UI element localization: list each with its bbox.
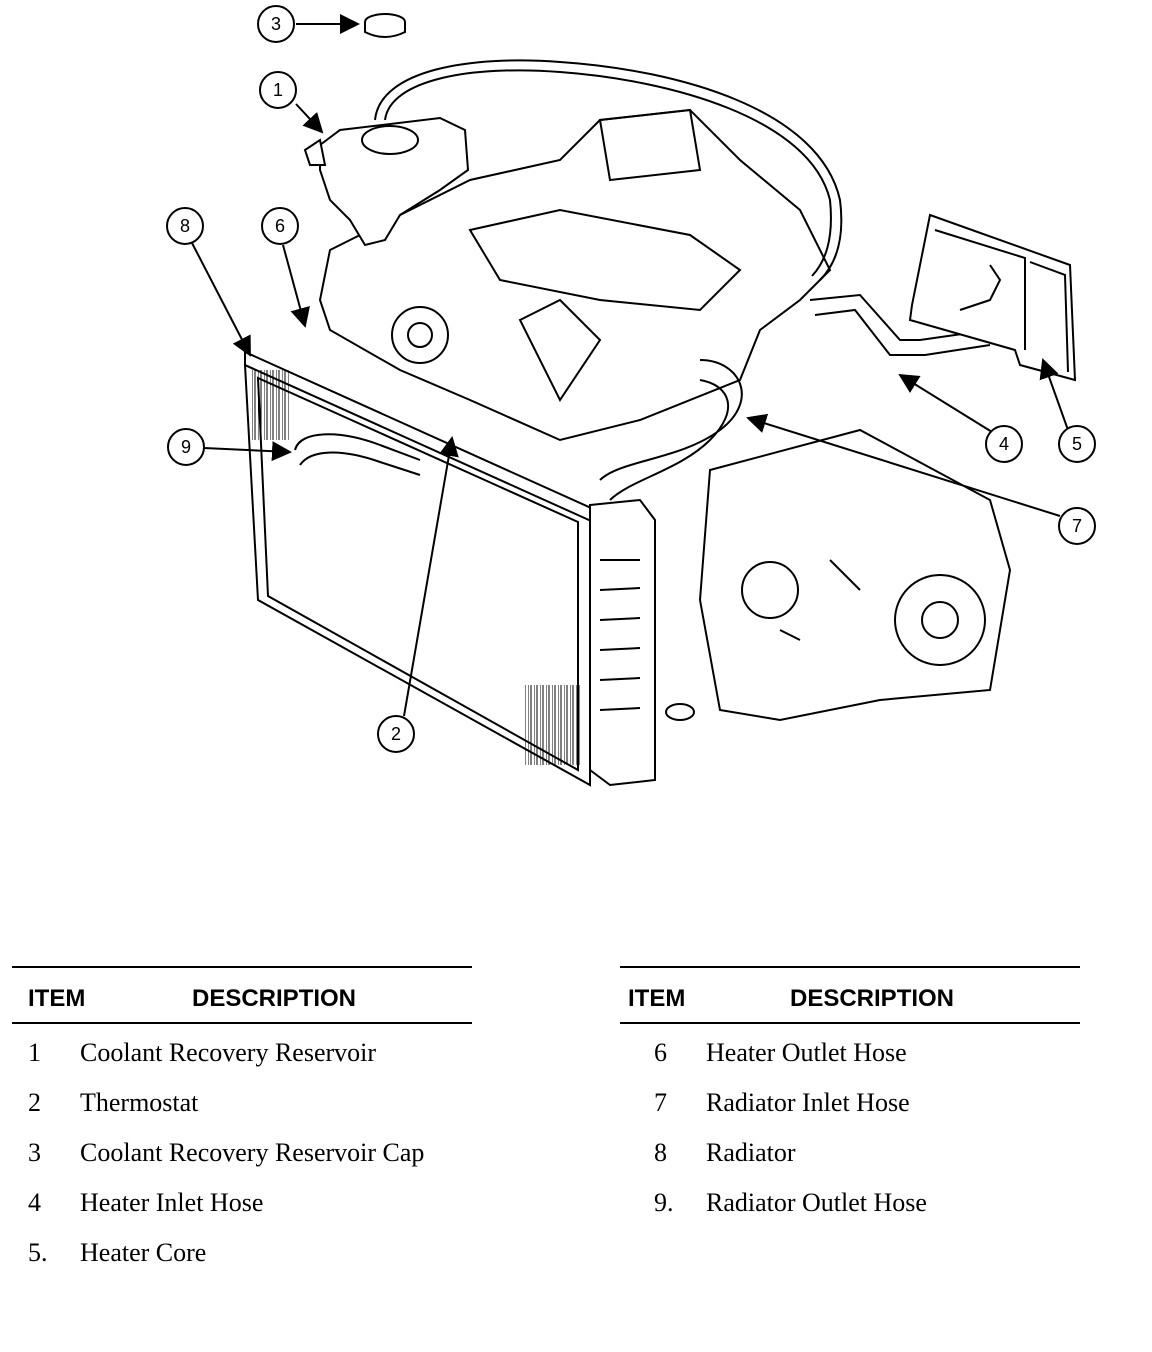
svg-text:7: 7 <box>1072 516 1082 536</box>
table-rule <box>12 966 472 968</box>
row-item: 6 <box>654 1038 667 1067</box>
callout-7: 7 <box>1058 507 1096 545</box>
header-item: ITEM <box>28 985 86 1012</box>
cooling-system-diagram: 1 2 3 4 5 6 7 8 <box>166 5 1096 787</box>
callout-4: 4 <box>985 425 1023 463</box>
header-item: ITEM <box>628 985 686 1012</box>
row-item: 7 <box>654 1088 667 1117</box>
row-item: 3 <box>28 1138 41 1167</box>
row-description: Heater Core <box>80 1238 207 1267</box>
row-item: 8 <box>654 1138 667 1167</box>
table-header: ITEM DESCRIPTION <box>620 968 1080 1024</box>
row-description: Heater Outlet Hose <box>706 1038 907 1067</box>
header-description: DESCRIPTION <box>790 985 955 1012</box>
svg-text:6: 6 <box>275 216 285 236</box>
svg-text:2: 2 <box>391 724 401 744</box>
table-rule <box>620 966 1080 968</box>
engine-drawing <box>318 108 1012 722</box>
reservoir-cap-drawing <box>364 13 406 38</box>
svg-text:3: 3 <box>271 14 281 34</box>
callout-6: 6 <box>261 207 299 245</box>
callout-2: 2 <box>377 715 415 753</box>
svg-text:5: 5 <box>1072 434 1082 454</box>
leader-lines <box>191 14 1069 717</box>
callout-3: 3 <box>257 5 295 43</box>
table-header: ITEM DESCRIPTION <box>12 968 472 1024</box>
row-description: Coolant Recovery Reservoir Cap <box>80 1138 425 1167</box>
row-item: 9. <box>654 1188 674 1217</box>
row-description: Radiator <box>706 1138 796 1167</box>
coolant-reservoir-drawing <box>303 116 470 247</box>
callout-5: 5 <box>1058 425 1096 463</box>
row-item: 1 <box>28 1038 41 1067</box>
heater-core-drawing <box>908 213 1077 382</box>
radiator-drawing <box>243 350 695 787</box>
row-description: Radiator Inlet Hose <box>706 1088 910 1117</box>
svg-text:8: 8 <box>180 216 190 236</box>
svg-text:4: 4 <box>999 434 1009 454</box>
row-description: Radiator Outlet Hose <box>706 1188 927 1217</box>
legend-table-left: ITEM DESCRIPTION 1 Coolant Recovery Rese… <box>12 966 472 1267</box>
legend-table-right: ITEM DESCRIPTION 6 Heater Outlet Hose 7 … <box>620 966 1080 1217</box>
callout-8: 8 <box>166 207 204 245</box>
hoses-drawing <box>294 59 991 501</box>
row-description: Coolant Recovery Reservoir <box>80 1038 377 1067</box>
svg-text:1: 1 <box>273 80 283 100</box>
callout-1: 1 <box>259 71 297 109</box>
row-description: Thermostat <box>80 1088 199 1117</box>
row-item: 5. <box>28 1238 48 1267</box>
row-item: 2 <box>28 1088 41 1117</box>
header-description: DESCRIPTION <box>192 985 357 1012</box>
callout-9: 9 <box>167 428 205 466</box>
svg-text:9: 9 <box>181 437 191 457</box>
row-description: Heater Inlet Hose <box>80 1188 264 1217</box>
row-item: 4 <box>28 1188 41 1217</box>
